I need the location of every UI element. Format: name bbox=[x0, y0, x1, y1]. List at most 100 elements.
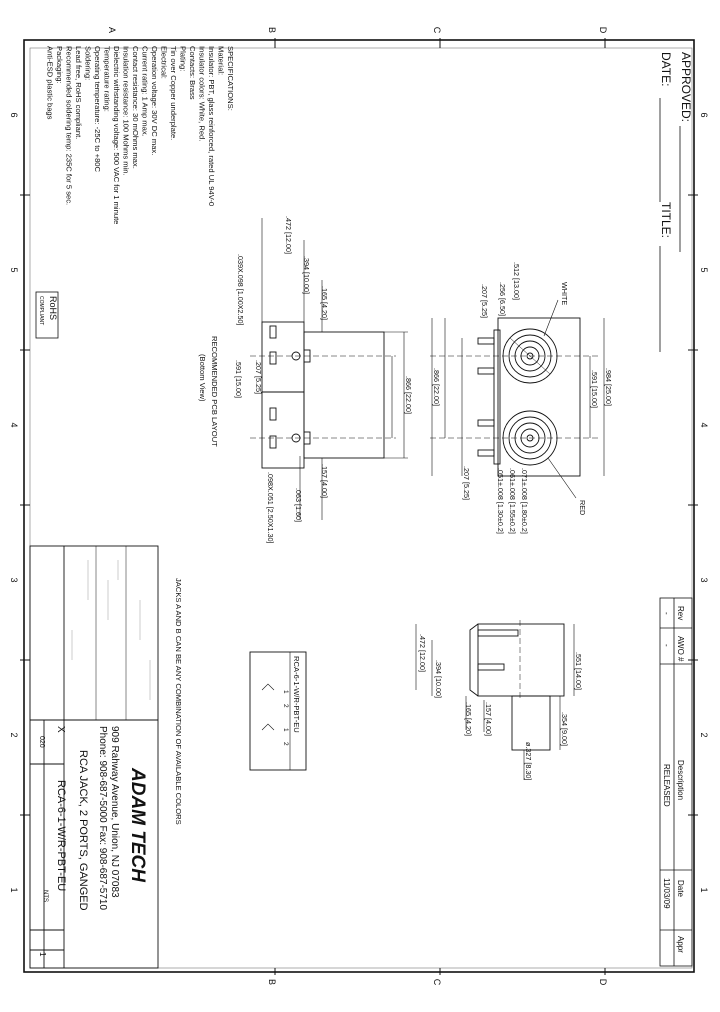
title-label: TITLE: bbox=[659, 202, 673, 238]
product-description: RCA JACK, 2 PORTS, GANGED bbox=[77, 750, 89, 911]
zone-top-c: C bbox=[432, 27, 442, 34]
zone-left-2: 2 bbox=[9, 732, 19, 737]
rohs-badge: RoHS COMPLIANT bbox=[35, 291, 59, 339]
spec-line: Material: bbox=[217, 46, 226, 75]
zone-top-a: A bbox=[107, 27, 117, 33]
rev-header-awo: AWO # bbox=[676, 636, 685, 662]
approved-label: APPROVED: bbox=[679, 52, 693, 122]
specifications-block: SPECIFICATIONS: Material: Insulator: PBT… bbox=[46, 46, 236, 224]
pcb-dim-207: .207 [5.25] bbox=[254, 360, 263, 394]
combination-note: JACKS A AND B CAN BE ANY COMBINATION OF … bbox=[174, 578, 183, 825]
callout-white: WHITE bbox=[560, 282, 569, 305]
pcb-dim-394: .394 [10.00] bbox=[302, 256, 311, 294]
rev-header-rev: Rev bbox=[676, 606, 685, 620]
side-dim-394: .394 [10.00] bbox=[434, 660, 443, 698]
zone-top-b: B bbox=[267, 27, 277, 33]
side-dim-551: .551 [14.00] bbox=[574, 652, 583, 690]
side-dim-472: .472 [12.00] bbox=[418, 634, 427, 672]
zone-right-6: 6 bbox=[699, 112, 709, 117]
spec-line: Anti-ESD plastic bags bbox=[46, 46, 55, 120]
pcb-dim-591: .591 [15.00] bbox=[234, 360, 243, 398]
side-dim-354: .354 [9.00] bbox=[560, 712, 569, 746]
spec-line: Plating: bbox=[179, 46, 188, 71]
zone-left-3: 3 bbox=[9, 577, 19, 582]
part-code-box: RCA-6-1-W/R-PBT-EU 1 2 1 2 bbox=[249, 651, 307, 771]
company-address: 909 Rahway Avenue, Union, NJ 07083 bbox=[109, 726, 120, 898]
side-dim-165: .165 [4.20] bbox=[464, 702, 473, 736]
pcb-dim-098: .098X.051 [2.50X1.30] bbox=[266, 472, 275, 544]
title-block-text: ADAM TECH 909 Rahway Avenue, Union, NJ 0… bbox=[38, 560, 151, 957]
spec-line: Insulator colors: White, Red. bbox=[198, 46, 207, 141]
pin-label: 2 bbox=[282, 742, 289, 746]
dim-512: .512 [13.00] bbox=[512, 262, 521, 300]
revision-table-text: Rev AWO # Description Date Appr - - RELE… bbox=[662, 606, 685, 953]
dim-061: .061±.008 [1.55±0.2] bbox=[508, 468, 517, 534]
pin-label: 1 bbox=[282, 728, 289, 732]
zone-top-d: D bbox=[598, 27, 608, 34]
zone-bottom-c: C bbox=[432, 979, 442, 986]
scale-label: NTS bbox=[42, 890, 48, 902]
zone-bottom-d: D bbox=[598, 979, 608, 986]
zone-left-6: 6 bbox=[9, 112, 19, 117]
rev-cell-awo: - bbox=[662, 644, 671, 647]
spec-line: Dielectric withstanding voltage: 500 VAC… bbox=[112, 46, 121, 224]
spec-line: Lead free, RoHS compliant. bbox=[74, 46, 83, 139]
pcb-dim-165: .165 [4.20] bbox=[320, 286, 329, 320]
side-view bbox=[415, 620, 575, 780]
spec-line: Tin over Copper underplate. bbox=[169, 46, 178, 140]
rev-cell-date: 11/03/09 bbox=[662, 878, 671, 909]
dim-591: .591 [15.00] bbox=[590, 370, 599, 408]
front-view-labels: WHITE RED .984 [25.00] .591 [15.00] .866… bbox=[432, 262, 613, 534]
dim-866: .866 [22.00] bbox=[432, 368, 441, 406]
rev-cell-rev: - bbox=[662, 612, 671, 615]
spec-line: Contact resistance: 30 mOhms max. bbox=[131, 46, 140, 169]
dim-071: .071±.008 [1.80±0.2] bbox=[520, 468, 529, 534]
zone-right-4: 4 bbox=[699, 422, 709, 427]
drawing-number: 020 bbox=[38, 736, 45, 748]
spec-line: Insulation resistance: 100 Mohms min. bbox=[122, 46, 131, 176]
zone-right-2: 2 bbox=[699, 732, 709, 737]
zone-bottom-b: B bbox=[267, 979, 277, 985]
rev-header-appr: Appr bbox=[676, 936, 685, 953]
spec-line: Packaging: bbox=[55, 46, 64, 84]
zone-right-1: 1 bbox=[699, 887, 709, 892]
title-block-faint-fields bbox=[71, 560, 151, 700]
rohs-label: RoHS bbox=[48, 296, 58, 320]
callout-red: RED bbox=[578, 500, 587, 515]
pcb-dim-472: .472 [12.00] bbox=[284, 216, 293, 254]
pcb-dim-866: .866 [22.00] bbox=[404, 376, 413, 414]
side-view-labels: .551 [14.00] .354 [9.00] .472 [12.00] .3… bbox=[418, 634, 583, 780]
pcb-layout-labels: .472 [12.00] .394 [10.00] .165 [4.20] .0… bbox=[198, 216, 413, 544]
zone-left-5: 5 bbox=[9, 267, 19, 272]
pcb-dim-063: .063 [1.60] bbox=[294, 488, 303, 522]
side-dim-157: .157 [4.00] bbox=[484, 702, 493, 736]
part-number: RCA-6-1-W/R-PBT-EU bbox=[55, 780, 67, 891]
rohs-compliant: COMPLIANT bbox=[38, 296, 44, 325]
title-block bbox=[29, 545, 159, 969]
spec-line: Current rating: 1 Amp max. bbox=[141, 46, 150, 137]
spec-line: Soldering: bbox=[84, 46, 93, 80]
dim-207-top: .207 [5.25] bbox=[480, 284, 489, 318]
pcb-dim-157: .157 [4.00] bbox=[320, 464, 329, 498]
spec-line: Temperature rating: bbox=[103, 46, 112, 112]
spec-line: Operating temperature: -25C to +80C bbox=[93, 46, 102, 173]
spec-line: Operation voltage: 30V DC max. bbox=[150, 46, 159, 155]
dim-256: .256 [6.50] bbox=[498, 282, 507, 316]
zone-right-5: 5 bbox=[699, 267, 709, 272]
dim-984: .984 [25.00] bbox=[604, 368, 613, 406]
pcb-layout bbox=[250, 218, 408, 520]
revision-table bbox=[659, 597, 693, 967]
spec-line: Recommended soldering temp: 235C for 5 s… bbox=[65, 46, 74, 205]
date-label: DATE: bbox=[659, 52, 673, 86]
spec-line: Electrical: bbox=[160, 46, 169, 79]
company-name: ADAM TECH bbox=[127, 767, 148, 883]
pcb-layout-title: RECOMMENDED PCB LAYOUT bbox=[210, 336, 219, 447]
zone-right-3: 3 bbox=[699, 577, 709, 582]
spec-line: SPECIFICATIONS: bbox=[226, 46, 235, 111]
pin-label: 2 bbox=[282, 704, 289, 708]
part-code-text: RCA-6-1-W/R-PBT-EU bbox=[292, 656, 301, 733]
front-view bbox=[430, 299, 605, 499]
spec-line: Contacts: Brass bbox=[188, 46, 197, 100]
rev-cell-description: RELEASED bbox=[662, 764, 671, 807]
